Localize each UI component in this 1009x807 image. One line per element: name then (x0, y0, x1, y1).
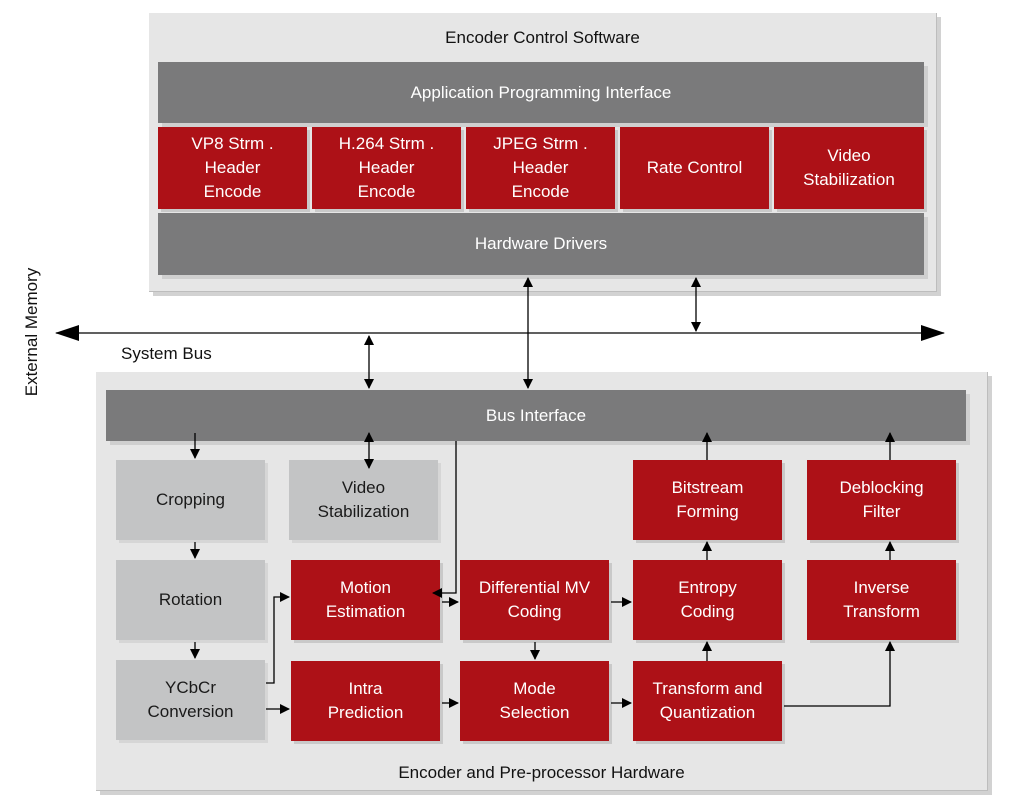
software-panel-title: Encoder Control Software (445, 28, 640, 47)
entropy-coding-block: Entropy Coding (633, 560, 782, 640)
bitstream-forming-block: Bitstream Forming (633, 460, 782, 540)
inverse-transform-block: Inverse Transform (807, 560, 956, 640)
intra-prediction-block: Intra Prediction (291, 661, 440, 741)
differential-mv-coding-block: Differential MV Coding (460, 560, 609, 640)
transform-quantization-block: Transform and Quantization (633, 661, 782, 741)
vp8-header-encode-block: VP8 Strm . Header Encode (158, 127, 307, 209)
motion-estimation-block: Motion Estimation (291, 560, 440, 640)
hardware-panel-title: Encoder and Pre-processor Hardware (398, 763, 685, 782)
h264-header-encode-block: H.264 Strm . Header Encode (312, 127, 461, 209)
system-bus-label: System Bus (121, 344, 212, 363)
video-stabilization-sw-block: Video Stabilization (774, 127, 924, 209)
rate-control-block: Rate Control (620, 127, 769, 209)
ycbcr-conversion-block: YCbCr Conversion (116, 660, 265, 740)
rotation-block: Rotation (116, 560, 265, 640)
bus-interface-bar: Bus Interface (106, 390, 966, 441)
external-memory-label: External Memory (22, 267, 41, 397)
deblocking-filter-block: Deblocking Filter (807, 460, 956, 540)
jpeg-header-encode-block: JPEG Strm . Header Encode (466, 127, 615, 209)
cropping-block: Cropping (116, 460, 265, 540)
video-stabilization-hw-block: Video Stabilization (289, 460, 438, 540)
mode-selection-block: Mode Selection (460, 661, 609, 741)
hardware-drivers-bar: Hardware Drivers (158, 213, 924, 275)
api-bar: Application Programming Interface (158, 62, 924, 123)
